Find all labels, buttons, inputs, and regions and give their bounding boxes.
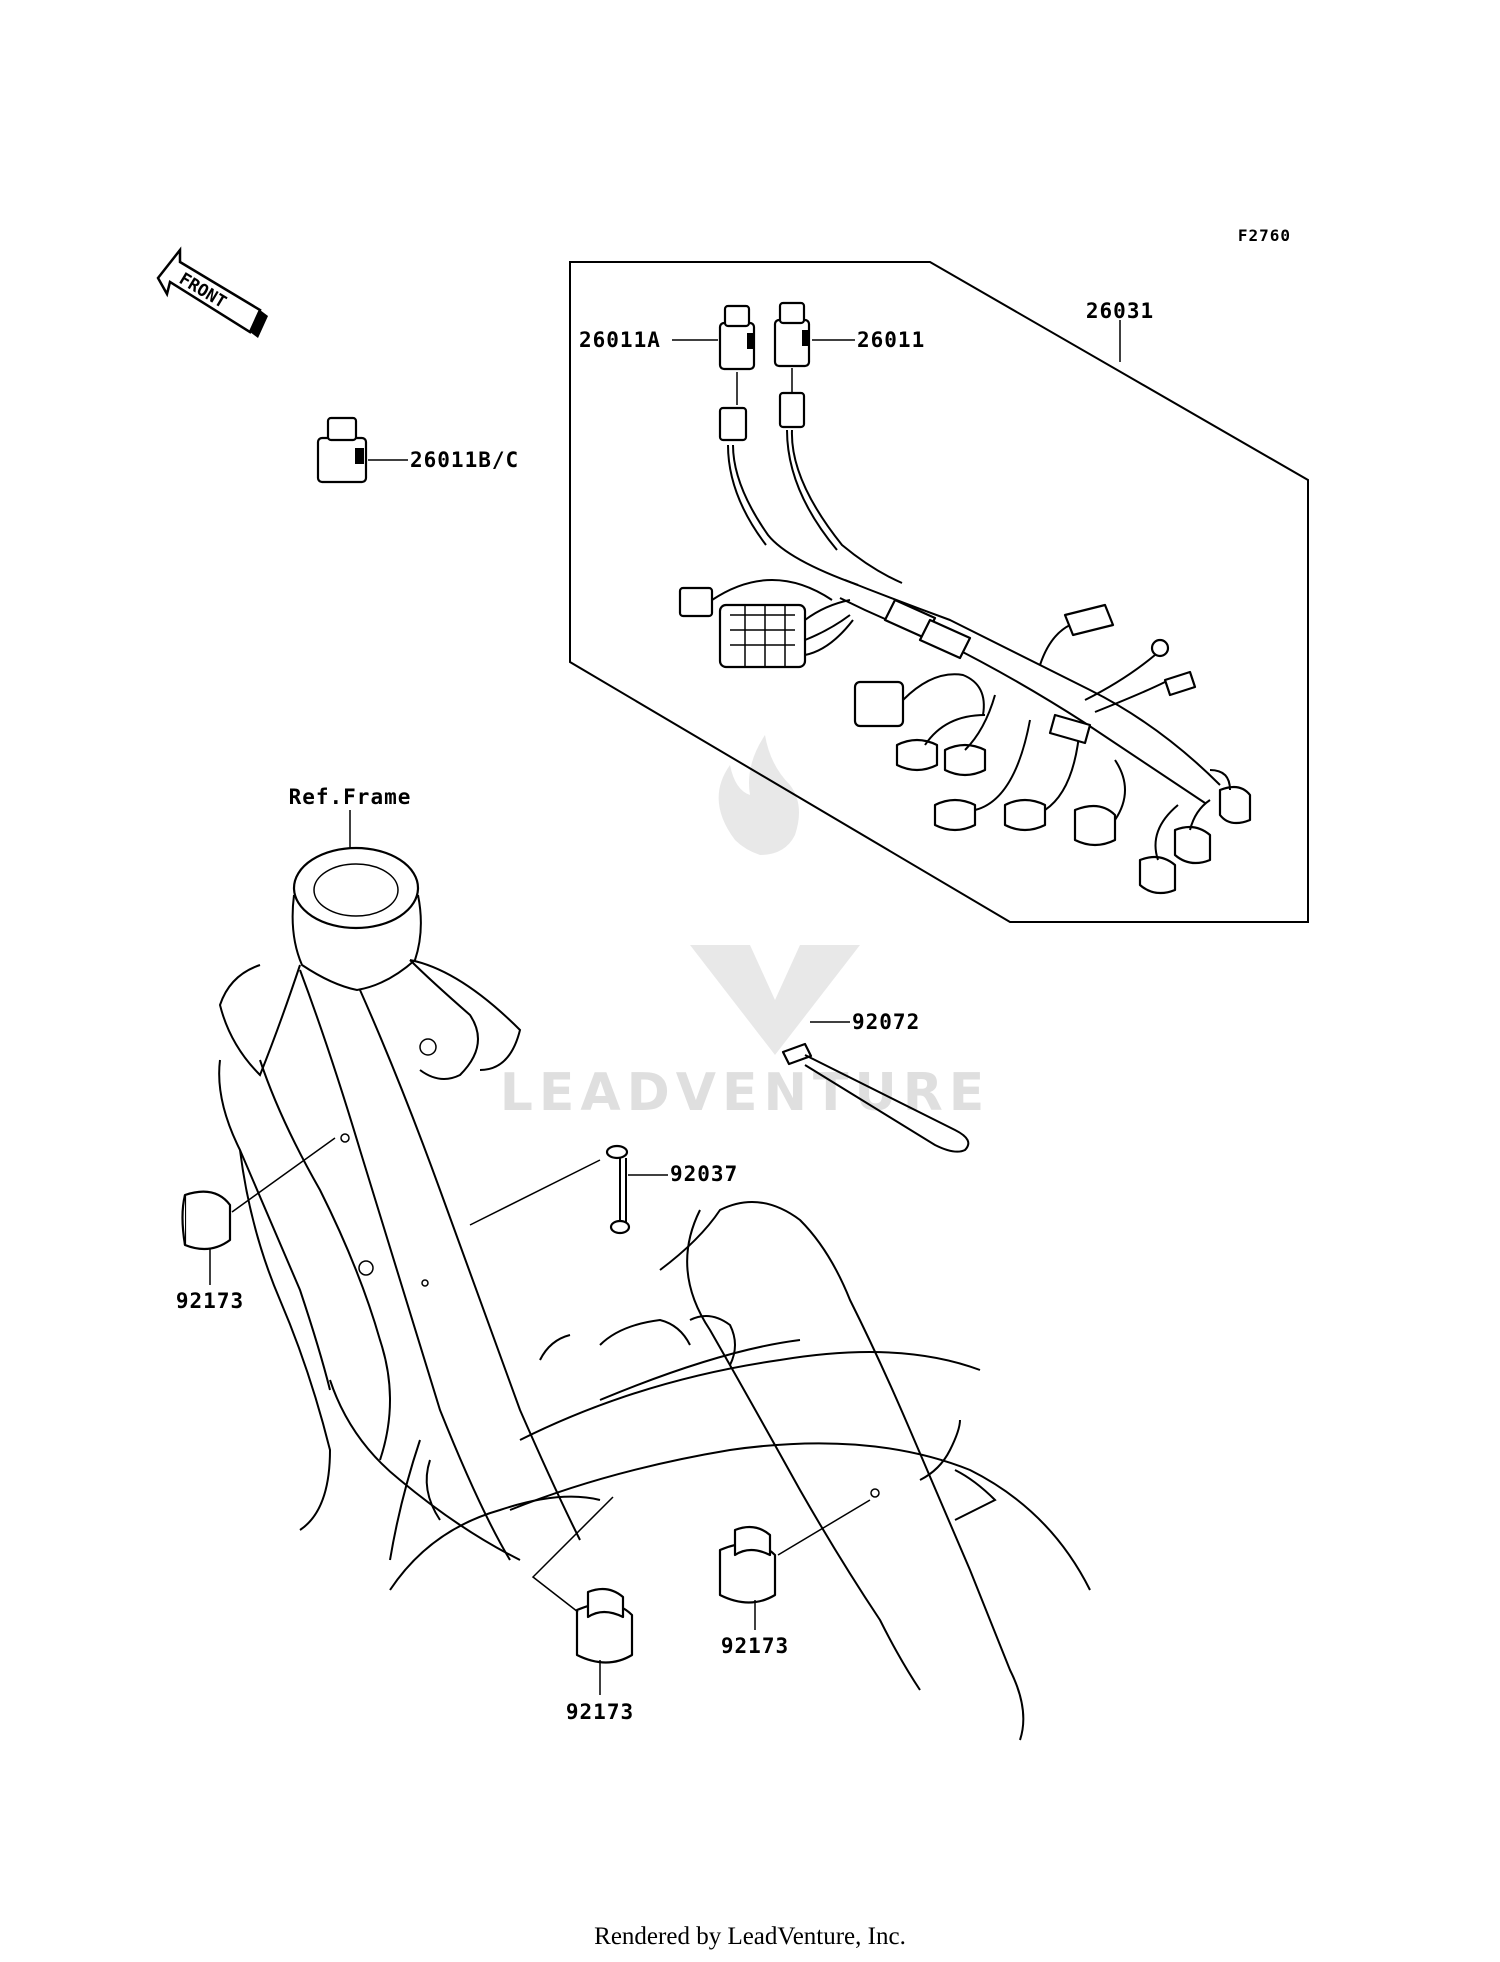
connector-26011B-C — [316, 416, 368, 484]
clamp-92173-right — [718, 1525, 777, 1604]
wire-harness-26031 — [678, 391, 1252, 895]
front-arrow: FRONT — [156, 246, 268, 338]
diagram-code: F2760 — [1238, 226, 1291, 245]
callout-92072: 92072 — [852, 1010, 920, 1034]
wire-lead-92037 — [605, 1144, 631, 1235]
clamp-92173-bottom — [575, 1587, 634, 1664]
callout-92173-left: 92173 — [176, 1289, 244, 1313]
motorcycle-frame — [218, 846, 1091, 1741]
connector-26011 — [773, 301, 811, 368]
clamp-92173-left — [181, 1190, 232, 1251]
watermark-v-icon — [690, 945, 860, 1055]
strap-92072 — [781, 1042, 970, 1153]
watermark: LEADVENTURE — [500, 735, 991, 1123]
callout-26011BC: 26011B/C — [410, 448, 519, 472]
connector-26011A — [718, 304, 756, 371]
callout-92173-bottom: 92173 — [566, 1700, 634, 1724]
callout-26011: 26011 — [857, 328, 925, 352]
watermark-flame-icon — [718, 735, 799, 855]
callout-92173-right: 92173 — [721, 1634, 789, 1658]
watermark-text: LEADVENTURE — [500, 1063, 991, 1123]
footer-credit: Rendered by LeadVenture, Inc. — [594, 1923, 906, 1950]
ref-frame-label: Ref.Frame — [289, 785, 412, 809]
callout-26031: 26031 — [1086, 299, 1154, 323]
harness-kit-outline — [569, 261, 1309, 923]
callout-26011A: 26011A — [579, 328, 661, 352]
callout-92037: 92037 — [670, 1162, 738, 1186]
